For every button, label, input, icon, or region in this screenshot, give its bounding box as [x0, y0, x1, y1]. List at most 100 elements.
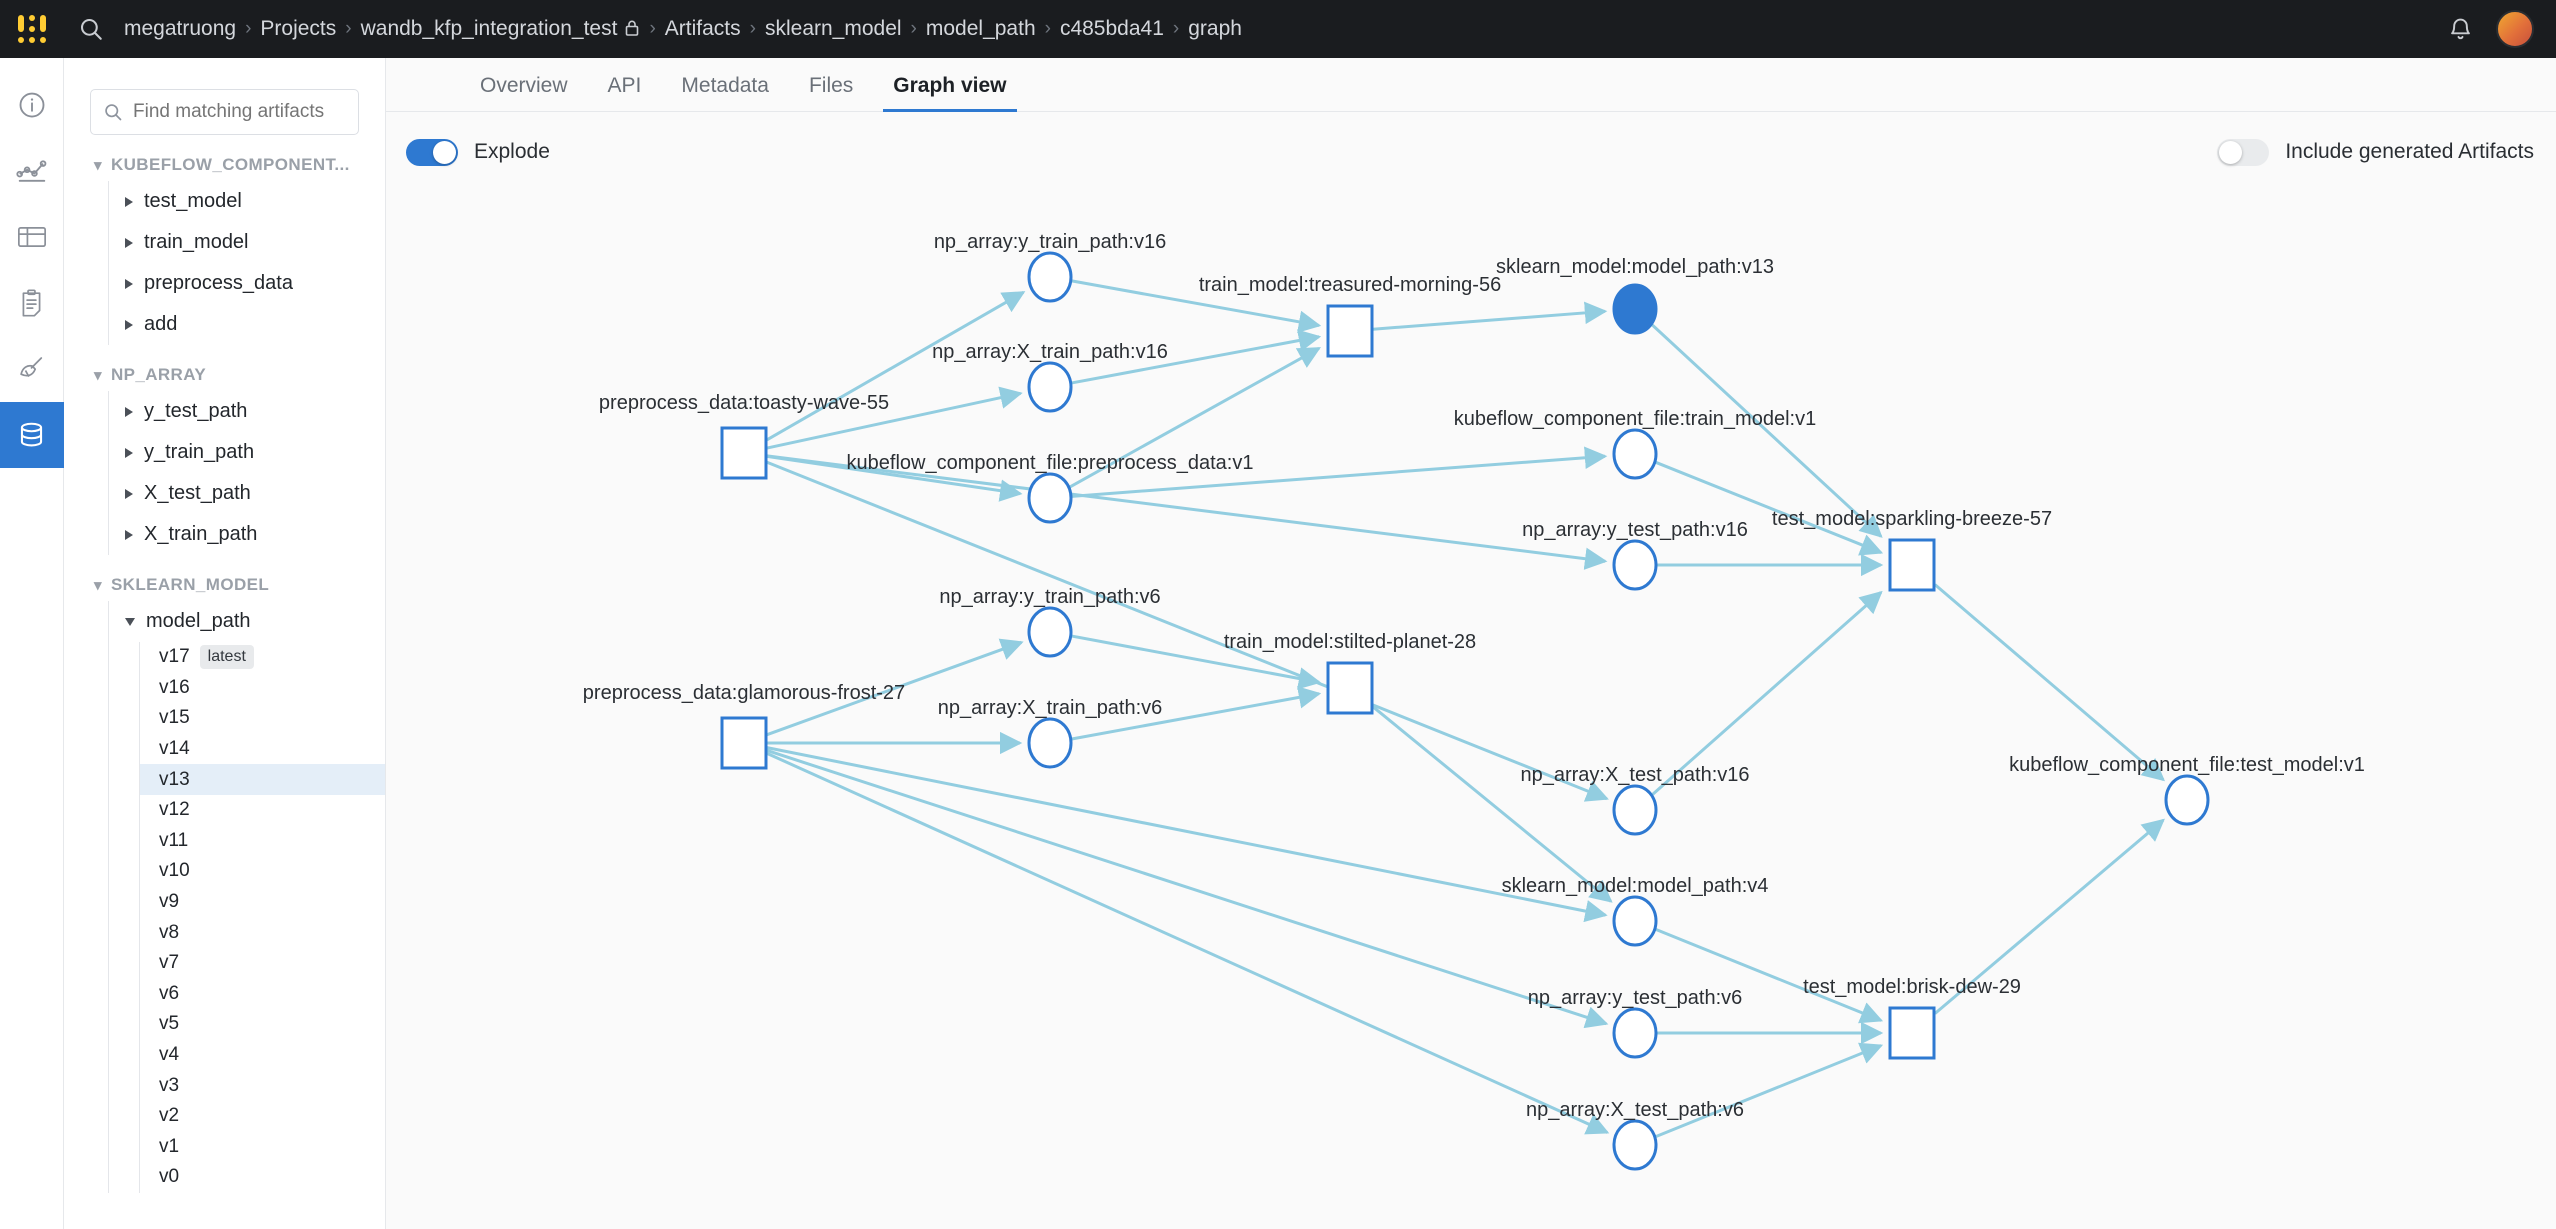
include-generated-toggle-group[interactable]: Include generated Artifacts: [2217, 138, 2534, 166]
tab-overview[interactable]: Overview: [480, 74, 568, 97]
chevron-down-icon: [125, 617, 135, 626]
version-row-v3[interactable]: v3: [140, 1070, 385, 1101]
graph-node-n_sk4[interactable]: [1612, 895, 1658, 947]
breadcrumb-item-5[interactable]: model_path: [925, 17, 1036, 40]
version-row-v2[interactable]: v2: [140, 1101, 385, 1132]
version-row-v10[interactable]: v10: [140, 856, 385, 887]
tree-group-title: SKLEARN_MODEL: [110, 575, 270, 594]
chevron-right-icon: [125, 447, 133, 458]
graph-node-n_ytrain16[interactable]: [1027, 251, 1073, 303]
graph-node-n_ytest6[interactable]: [1612, 1007, 1658, 1059]
version-row-v12[interactable]: v12: [140, 795, 385, 826]
breadcrumb-item-7[interactable]: graph: [1188, 17, 1242, 40]
search-icon[interactable]: [64, 0, 118, 58]
graph-node-label: np_array:y_train_path:v16: [934, 231, 1166, 253]
graph-canvas[interactable]: np_array:y_train_path:v16train_model:tre…: [386, 192, 2556, 1229]
graph-node-n_xtrain6[interactable]: [1027, 717, 1073, 769]
version-row-v16[interactable]: v16: [140, 673, 385, 704]
version-row-v13[interactable]: v13: [140, 764, 385, 795]
rail-item-reports[interactable]: [0, 270, 64, 336]
version-label: v9: [159, 891, 180, 913]
wandb-logo[interactable]: [0, 0, 64, 58]
tree-item-model_path[interactable]: model_path: [109, 601, 385, 642]
include-generated-artifacts-label: Include generated Artifacts: [2285, 140, 2534, 163]
graph-node-label: kubeflow_component_file:train_model:v1: [1454, 408, 1816, 430]
graph-node-n_xtest6[interactable]: [1612, 1119, 1658, 1171]
graph-node-label: kubeflow_component_file:preprocess_data:…: [847, 452, 1254, 474]
breadcrumb-item-1[interactable]: Projects: [260, 17, 337, 40]
version-row-v11[interactable]: v11: [140, 826, 385, 857]
graph-node-n_ytrain6[interactable]: [1027, 606, 1073, 658]
graph-node-n_kcfpre1[interactable]: [1027, 472, 1073, 524]
graph-node-n_ytest16[interactable]: [1612, 539, 1658, 591]
graph-node-n_kcftrain1[interactable]: [1612, 428, 1658, 480]
tab-api[interactable]: API: [607, 74, 642, 97]
version-row-v0[interactable]: v0: [140, 1162, 385, 1193]
graph-edge: [1372, 301, 1608, 331]
tree-item-y_test_path[interactable]: y_test_path: [109, 391, 385, 432]
tree-item-preprocess_data[interactable]: preprocess_data: [109, 263, 385, 304]
breadcrumb-item-4[interactable]: sklearn_model: [764, 17, 902, 40]
tree-item-test_model[interactable]: test_model: [109, 181, 385, 222]
tab-metadata[interactable]: Metadata: [681, 74, 769, 97]
rail-item-table[interactable]: [0, 204, 64, 270]
explode-toggle-group[interactable]: Explode: [406, 138, 550, 166]
rail-item-artifacts[interactable]: [0, 402, 64, 468]
graph-node-n_pre27[interactable]: [720, 716, 768, 770]
version-row-v4[interactable]: v4: [140, 1040, 385, 1071]
graph-node-n_trainmodel56[interactable]: [1326, 304, 1374, 358]
explode-toggle[interactable]: [406, 138, 458, 166]
tab-files[interactable]: Files: [808, 74, 854, 97]
bell-icon[interactable]: [2447, 16, 2474, 43]
version-label: v0: [159, 1166, 180, 1188]
version-row-v7[interactable]: v7: [140, 948, 385, 979]
graph-node-n_pre55[interactable]: [720, 426, 768, 480]
breadcrumb-item-0[interactable]: megatruong: [124, 17, 237, 40]
tree-item-add[interactable]: add: [109, 304, 385, 345]
graph-node-n_xtest16[interactable]: [1612, 784, 1658, 836]
rail-item-charts[interactable]: [0, 138, 64, 204]
version-row-v6[interactable]: v6: [140, 979, 385, 1010]
user-avatar[interactable]: [2496, 10, 2534, 48]
graph-node-n_test57[interactable]: [1888, 538, 1936, 592]
graph-node-n_test29[interactable]: [1888, 1006, 1936, 1060]
tree-item-X_test_path[interactable]: X_test_path: [109, 473, 385, 514]
include-generated-artifacts-toggle[interactable]: [2217, 138, 2270, 166]
version-row-v5[interactable]: v5: [140, 1009, 385, 1040]
breadcrumb-item-6[interactable]: c485bda41: [1059, 17, 1164, 40]
version-label: v6: [159, 982, 180, 1004]
version-row-v15[interactable]: v15: [140, 703, 385, 734]
tree-group-header[interactable]: ▾ SKLEARN_MODEL: [64, 569, 385, 601]
version-row-v14[interactable]: v14: [140, 734, 385, 765]
tab-graph-view[interactable]: Graph view: [873, 74, 1026, 112]
chevron-right-icon: [125, 278, 133, 289]
tree-item-label: model_path: [146, 610, 251, 632]
tree-item-train_model[interactable]: train_model: [109, 222, 385, 263]
breadcrumb-item-3[interactable]: Artifacts: [664, 17, 741, 40]
rail-item-sweeps[interactable]: [0, 336, 64, 402]
graph-node-n_xtrain16[interactable]: [1027, 361, 1073, 413]
search-artifacts-box[interactable]: [90, 89, 359, 135]
version-row-v8[interactable]: v8: [140, 917, 385, 948]
tree-group-header[interactable]: ▾ KUBEFLOW_COMPONENT...: [64, 149, 385, 181]
tree-group-header[interactable]: ▾ NP_ARRAY: [64, 359, 385, 391]
graph-node-n_sk13[interactable]: [1612, 283, 1658, 335]
breadcrumb-item-2[interactable]: wandb_kfp_integration_test: [355, 17, 647, 41]
version-row-v9[interactable]: v9: [140, 887, 385, 918]
graph-node-n_train28[interactable]: [1326, 661, 1374, 715]
breadcrumb-separator: ›: [1044, 18, 1051, 39]
rail-item-info[interactable]: [0, 72, 64, 138]
tree-item-label: X_test_path: [144, 482, 251, 504]
chevron-right-icon: [125, 529, 133, 540]
graph-edge: [1655, 1042, 1884, 1139]
tree-item-y_train_path[interactable]: y_train_path: [109, 432, 385, 473]
search-input[interactable]: [133, 101, 346, 123]
version-row-v1[interactable]: v1: [140, 1132, 385, 1163]
graph-edge: [766, 638, 1024, 737]
graph-node-label: sklearn_model:model_path:v13: [1496, 256, 1774, 278]
tree-item-X_train_path[interactable]: X_train_path: [109, 514, 385, 555]
graph-node-n_kcftest1[interactable]: [2164, 774, 2210, 826]
